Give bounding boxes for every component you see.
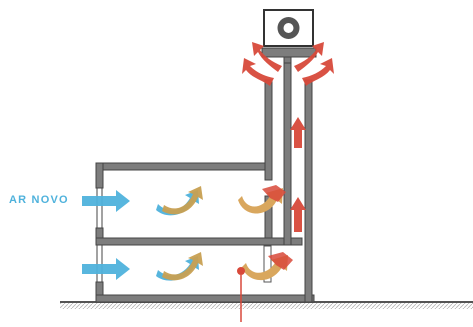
fan-platform-stem — [283, 56, 292, 64]
curved-arrow-icon — [268, 252, 293, 270]
arrow-up-icon — [252, 42, 282, 72]
dot-icon — [237, 267, 245, 275]
exhaust-arrows — [242, 42, 334, 232]
upper-roof-wall — [95, 162, 273, 171]
lower-window — [96, 244, 103, 283]
floor-slab — [95, 237, 303, 246]
curved-arrow-icon — [162, 186, 203, 215]
duct-inner-wall — [283, 61, 292, 246]
fan-icon — [263, 9, 314, 47]
arrow-up-icon — [290, 117, 306, 148]
fan-platform — [261, 47, 317, 58]
arrow-right-icon — [82, 258, 130, 280]
arrow-up-icon — [302, 58, 334, 86]
fresh-air-label: AR NOVO — [9, 194, 69, 206]
arrow-right-icon — [82, 190, 130, 212]
upper-window — [96, 187, 103, 229]
duct-outer-wall — [304, 79, 313, 303]
building-walls — [95, 47, 317, 303]
arrow-up-icon — [242, 58, 274, 86]
warm-air-arrows — [162, 186, 203, 281]
vent-grille — [263, 245, 272, 283]
ground-hatch — [60, 303, 473, 309]
left-wall-top — [95, 162, 104, 189]
arrow-up-icon — [290, 197, 306, 232]
curved-arrow-icon — [262, 185, 286, 202]
upper-room-right-wall-top — [264, 79, 273, 181]
window-openings — [96, 187, 103, 283]
fresh-air-arrows — [82, 190, 199, 281]
arrow-up-icon — [294, 42, 324, 72]
heated-air-arrows — [238, 185, 293, 281]
curved-arrow-icon — [162, 252, 203, 281]
ground-floor-slab — [95, 294, 315, 303]
curved-arrow-icon — [156, 256, 199, 281]
curved-arrow-icon — [156, 190, 199, 216]
